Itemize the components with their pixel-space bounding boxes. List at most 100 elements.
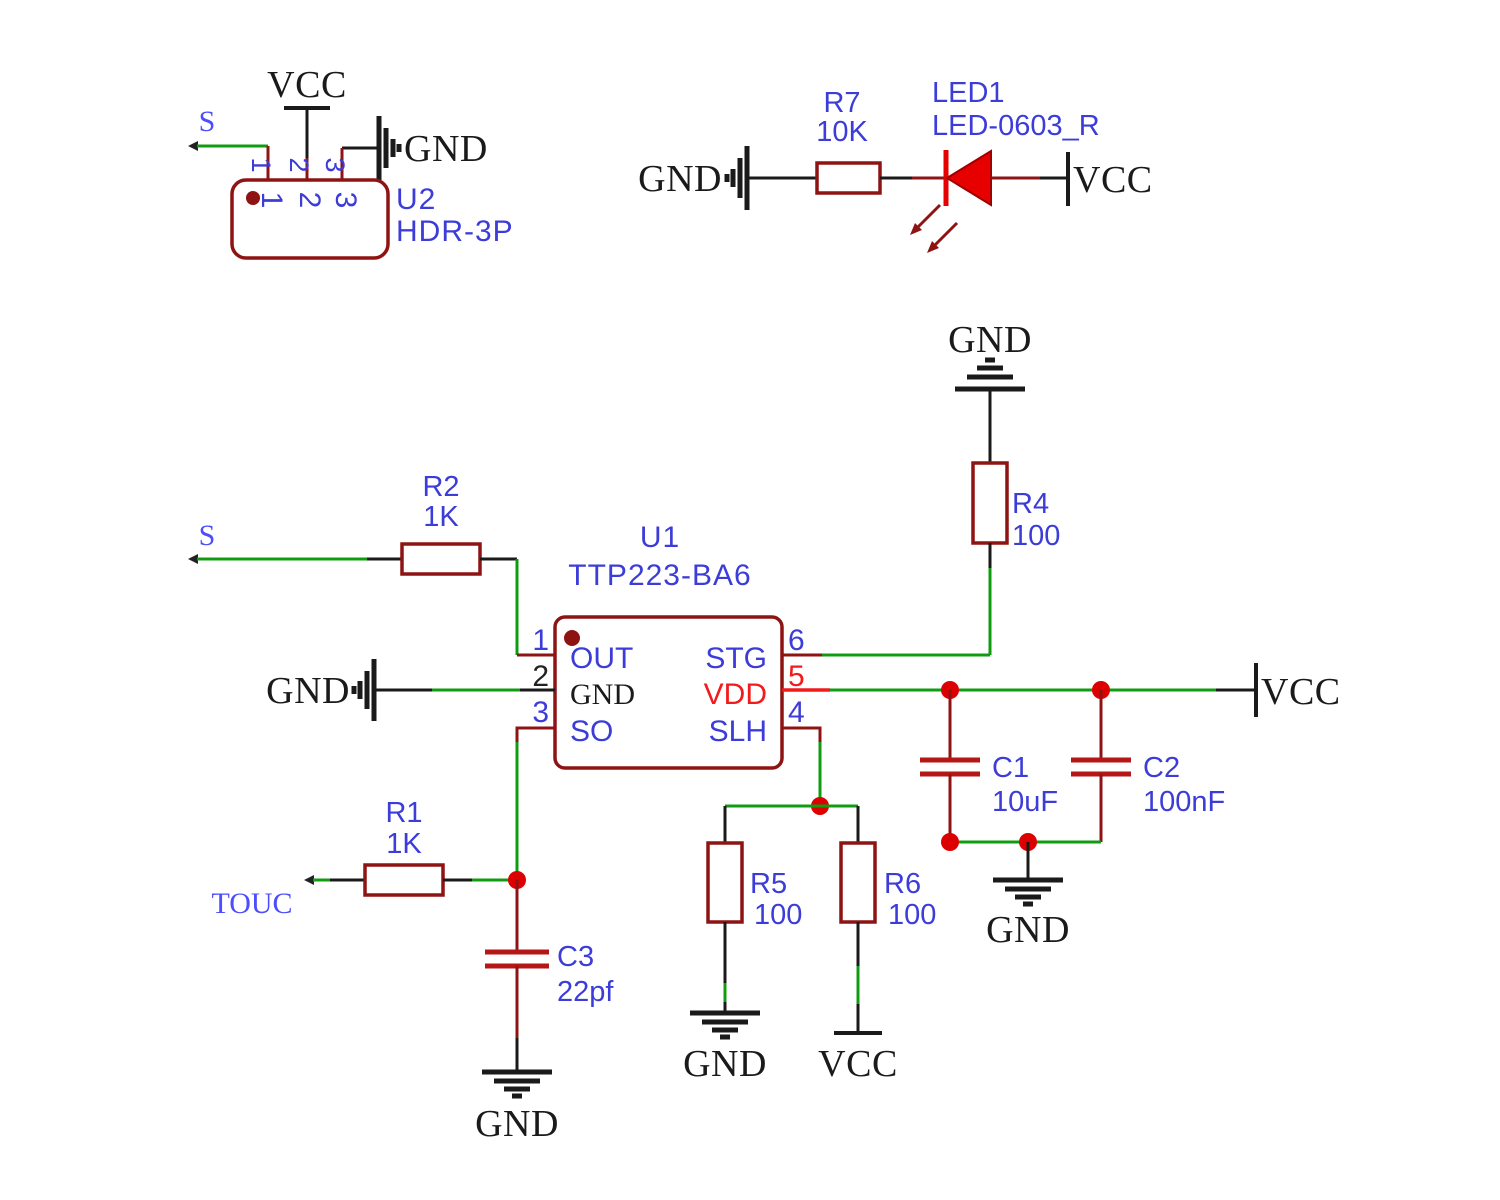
vcc-label: VCC — [1261, 671, 1341, 713]
vcc-label: VCC — [1073, 159, 1153, 201]
net-vdd-rail[interactable] — [830, 681, 1256, 699]
component-value: 1K — [386, 828, 422, 860]
component-value: 100nF — [1143, 786, 1225, 818]
resistor-r2[interactable]: R2 1K — [400, 471, 482, 576]
vcc-label: VCC — [818, 1043, 898, 1085]
power-flag-vcc-r6[interactable]: VCC — [818, 922, 898, 1085]
component-ref: R5 — [750, 868, 787, 900]
gnd-symbol-icon — [955, 357, 1025, 392]
capacitor-c1[interactable]: C1 10uF — [920, 690, 1058, 842]
gnd-label: GND — [638, 158, 722, 200]
wire-endpoint-arrow — [188, 554, 198, 564]
pin1-marker-dot — [246, 191, 260, 205]
led-led1[interactable]: LED1 LED-0603_R — [910, 77, 1100, 253]
pin-number: 2 — [284, 157, 314, 172]
component-ref: R2 — [422, 471, 459, 503]
vcc-label: VCC — [267, 64, 347, 106]
resistor-r4[interactable]: R4 100 — [971, 461, 1060, 552]
net-touch-label: TOUC — [211, 887, 292, 920]
component-value: 100 — [1012, 520, 1060, 552]
power-flag-vcc-led[interactable]: VCC — [991, 152, 1153, 206]
net-slh[interactable] — [723, 742, 860, 843]
capacitor-c3[interactable]: C3 22pf — [485, 880, 614, 1038]
pin-number: 6 — [788, 624, 805, 657]
component-value: 10uF — [992, 786, 1058, 818]
wire-r4-to-pin6[interactable] — [822, 543, 992, 657]
net-so[interactable] — [443, 742, 526, 889]
power-flag-gnd-led[interactable]: GND — [638, 146, 750, 210]
component-ref: R1 — [385, 797, 422, 829]
pin-number-inner: 2 — [293, 192, 326, 209]
net-label-s-top[interactable]: S — [188, 105, 268, 151]
power-flag-gnd-caps[interactable]: GND — [941, 833, 1101, 951]
power-flag-gnd-r5[interactable]: GND — [683, 922, 767, 1085]
power-flag-gnd-r4[interactable]: GND — [948, 319, 1032, 463]
connector-body — [230, 178, 390, 260]
resistor-body — [971, 461, 1009, 545]
component-value: LED-0603_R — [932, 110, 1100, 142]
resistor-r7[interactable]: R7 10K — [815, 87, 882, 195]
resistor-r5[interactable]: R5 100 — [706, 841, 802, 931]
pin-name-so: SO — [570, 715, 613, 748]
pin-number: 1 — [532, 624, 549, 657]
connector-u2[interactable]: 1 2 3 1 2 3 U2 HDR-3P — [230, 146, 514, 260]
component-ref: R7 — [823, 87, 860, 119]
gnd-symbol-icon — [376, 116, 402, 180]
gnd-label: GND — [475, 1103, 559, 1145]
pin-stub — [515, 726, 555, 742]
component-ref: C3 — [557, 941, 594, 973]
capacitor-plates-icon — [920, 757, 980, 777]
gnd-symbol-icon — [351, 659, 377, 721]
power-flag-vcc-u2[interactable]: VCC — [267, 64, 347, 158]
component-value: 1K — [423, 501, 459, 533]
pin-name-stg: STG — [705, 642, 767, 675]
resistor-r6[interactable]: R6 100 — [839, 841, 936, 931]
power-flag-gnd-u2[interactable]: GND — [342, 116, 488, 180]
resistor-body — [815, 161, 882, 195]
component-ref: R4 — [1012, 488, 1049, 520]
capacitor-c2[interactable]: C2 100nF — [1071, 690, 1225, 842]
pin-number: 5 — [788, 660, 805, 693]
capacitor-plates-icon — [485, 949, 549, 969]
power-flag-gnd-u1[interactable]: GND — [266, 659, 520, 721]
power-flag-vcc-main[interactable]: VCC — [1254, 663, 1341, 717]
ic-body — [553, 615, 784, 770]
gnd-symbol-icon — [724, 146, 750, 210]
component-ref: U2 — [396, 183, 436, 216]
net-label-touch[interactable]: TOUC — [211, 875, 365, 920]
net-label-s-mid[interactable]: S — [188, 519, 402, 564]
gnd-symbol-icon — [690, 1010, 760, 1040]
pin-stub — [782, 726, 822, 742]
component-value: 100 — [754, 899, 802, 931]
resistor-r1[interactable]: R1 1K — [363, 797, 445, 897]
component-ref: C2 — [1143, 752, 1180, 784]
gnd-label: GND — [404, 128, 488, 170]
gnd-label: GND — [683, 1043, 767, 1085]
gnd-label: GND — [986, 909, 1070, 951]
wire-endpoint-arrow — [304, 875, 314, 885]
pin-number-inner: 3 — [329, 192, 362, 209]
pin-name-out: OUT — [570, 642, 633, 675]
gnd-symbol-icon — [482, 1069, 552, 1099]
resistor-body — [839, 841, 877, 924]
led-triangle-icon — [945, 149, 992, 207]
component-value: HDR-3P — [396, 215, 514, 248]
power-flag-gnd-c3[interactable]: GND — [475, 1038, 559, 1145]
gnd-label: GND — [266, 670, 350, 712]
wire-r2-to-u1[interactable] — [480, 557, 519, 655]
component-value: TTP223-BA6 — [568, 559, 751, 592]
pin-number: 1 — [246, 157, 276, 172]
component-ref: U1 — [640, 521, 680, 554]
component-ref: LED1 — [932, 77, 1005, 109]
pin-name-vdd: VDD — [704, 678, 767, 711]
resistor-body — [400, 542, 482, 576]
ic-u1[interactable]: U1 TTP223-BA6 1 2 3 6 5 4 OUT GND SO STG… — [515, 521, 830, 770]
net-s-label: S — [199, 105, 216, 138]
component-value: 10K — [816, 116, 868, 148]
pin-number: 3 — [532, 696, 549, 729]
capacitor-plates-icon — [1071, 757, 1131, 777]
resistor-body — [363, 863, 445, 897]
wire-endpoint-arrow — [188, 141, 198, 151]
pin-name-gnd: GND — [570, 678, 635, 711]
